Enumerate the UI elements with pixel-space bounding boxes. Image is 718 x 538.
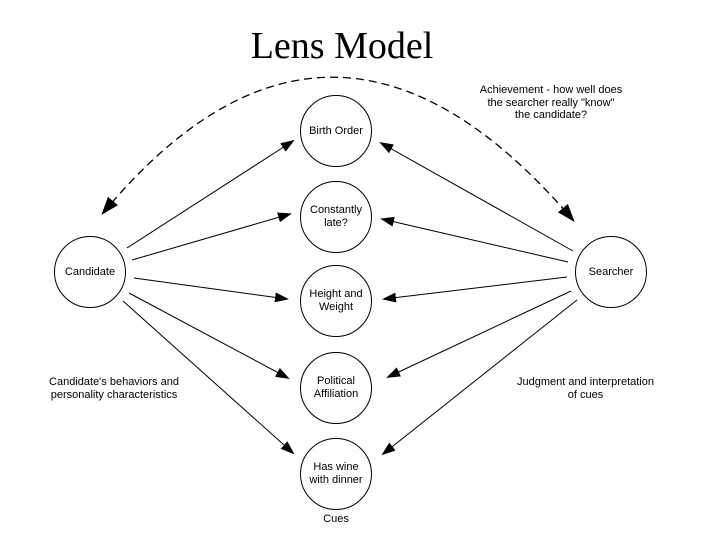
node-birth-order-label: Birth Order bbox=[309, 124, 363, 137]
candidate-behaviors-note-line1: Candidate's behaviors and bbox=[49, 376, 179, 388]
node-has-wine: Has wine with dinner bbox=[300, 438, 372, 510]
slide-title: Lens Model bbox=[250, 25, 434, 67]
candidate-behaviors-note: Candidate's behaviors and personality ch… bbox=[40, 376, 188, 401]
node-political-affiliation-label: Political Affiliation bbox=[313, 375, 359, 400]
arrow-searcher-to-birth-order bbox=[379, 142, 574, 252]
node-candidate: Candidate bbox=[54, 236, 126, 308]
node-searcher-label: Searcher bbox=[588, 265, 634, 278]
achievement-note-line2: the searcher really "know" bbox=[487, 96, 615, 109]
judgment-note-line2: of cues bbox=[567, 388, 604, 401]
arrow-candidate-to-political-affiliation bbox=[128, 292, 290, 379]
judgment-note-line1: Judgment and interpretation bbox=[517, 376, 654, 388]
candidate-behaviors-note-line2: personality characteristics bbox=[50, 388, 178, 401]
node-constantly-late: Constantly late? bbox=[300, 181, 372, 253]
node-searcher: Searcher bbox=[575, 236, 647, 308]
arrow-candidate-to-height-weight bbox=[133, 277, 289, 303]
node-birth-order: Birth Order bbox=[300, 95, 372, 167]
node-height-weight: Height and Weight bbox=[300, 265, 372, 337]
arrow-searcher-to-political-affiliation bbox=[386, 290, 572, 378]
node-has-wine-label: Has wine with dinner bbox=[309, 461, 363, 486]
arrow-searcher-to-height-weight bbox=[382, 276, 568, 303]
achievement-arc-double-arrow bbox=[101, 76, 575, 222]
arrow-searcher-to-constantly-late bbox=[380, 216, 569, 263]
achievement-note-line1: Achievement - how well does bbox=[479, 84, 623, 96]
node-height-weight-label: Height and Weight bbox=[309, 288, 363, 313]
arrow-candidate-to-constantly-late bbox=[131, 212, 292, 261]
node-constantly-late-label: Constantly late? bbox=[310, 204, 362, 229]
judgment-note: Judgment and interpretation of cues bbox=[508, 376, 663, 401]
achievement-note-line3: the candidate? bbox=[514, 109, 588, 121]
achievement-note: Achievement - how well does the searcher… bbox=[471, 84, 631, 122]
node-candidate-label: Candidate bbox=[64, 265, 116, 278]
arrow-searcher-to-has-wine bbox=[381, 299, 578, 456]
cues-column-label: Cues bbox=[323, 513, 349, 525]
node-political-affiliation: Political Affiliation bbox=[300, 352, 372, 424]
arrow-candidate-to-birth-order bbox=[126, 139, 295, 249]
arrow-candidate-to-has-wine bbox=[122, 300, 295, 455]
